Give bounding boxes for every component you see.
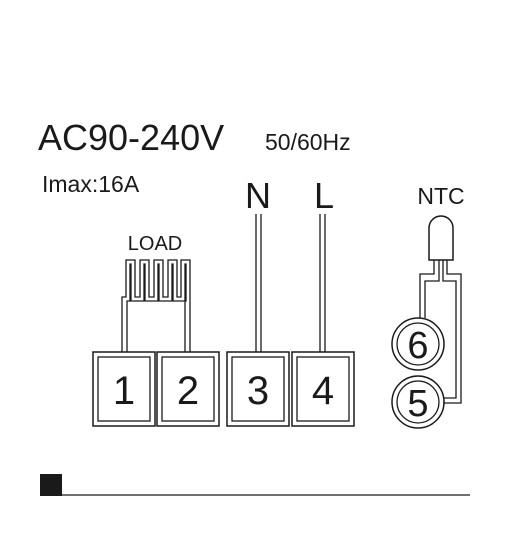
terminal-3-number: 3 xyxy=(247,369,269,413)
terminal-3: 3 xyxy=(227,352,289,426)
max-current: Imax:16A xyxy=(42,171,140,197)
ntc-sensor-symbol xyxy=(420,216,461,403)
sensor-terminal-6-number: 6 xyxy=(407,325,428,367)
terminal-2: 2 xyxy=(157,352,219,426)
terminal-1: 1 xyxy=(93,352,155,426)
terminal-4: 4 xyxy=(292,352,354,426)
sensor-terminal-5: 5 xyxy=(392,376,444,428)
load-label: LOAD xyxy=(128,233,182,255)
supply-voltage: AC90-240V xyxy=(38,117,224,158)
neutral-label: N xyxy=(245,175,271,216)
terminal-1-number: 1 xyxy=(113,369,135,413)
live-wire xyxy=(320,214,325,352)
neutral-wire xyxy=(256,214,261,352)
supply-frequency: 50/60Hz xyxy=(265,129,351,155)
terminal-2-number: 2 xyxy=(177,369,199,413)
terminal-4-number: 4 xyxy=(312,369,334,413)
sensor-terminal-5-number: 5 xyxy=(407,383,428,425)
load-heater-symbol xyxy=(122,260,190,352)
sensor-terminal-6: 6 xyxy=(392,318,444,370)
section-marker xyxy=(40,474,62,496)
ntc-label: NTC xyxy=(417,183,464,209)
live-label: L xyxy=(314,175,334,216)
